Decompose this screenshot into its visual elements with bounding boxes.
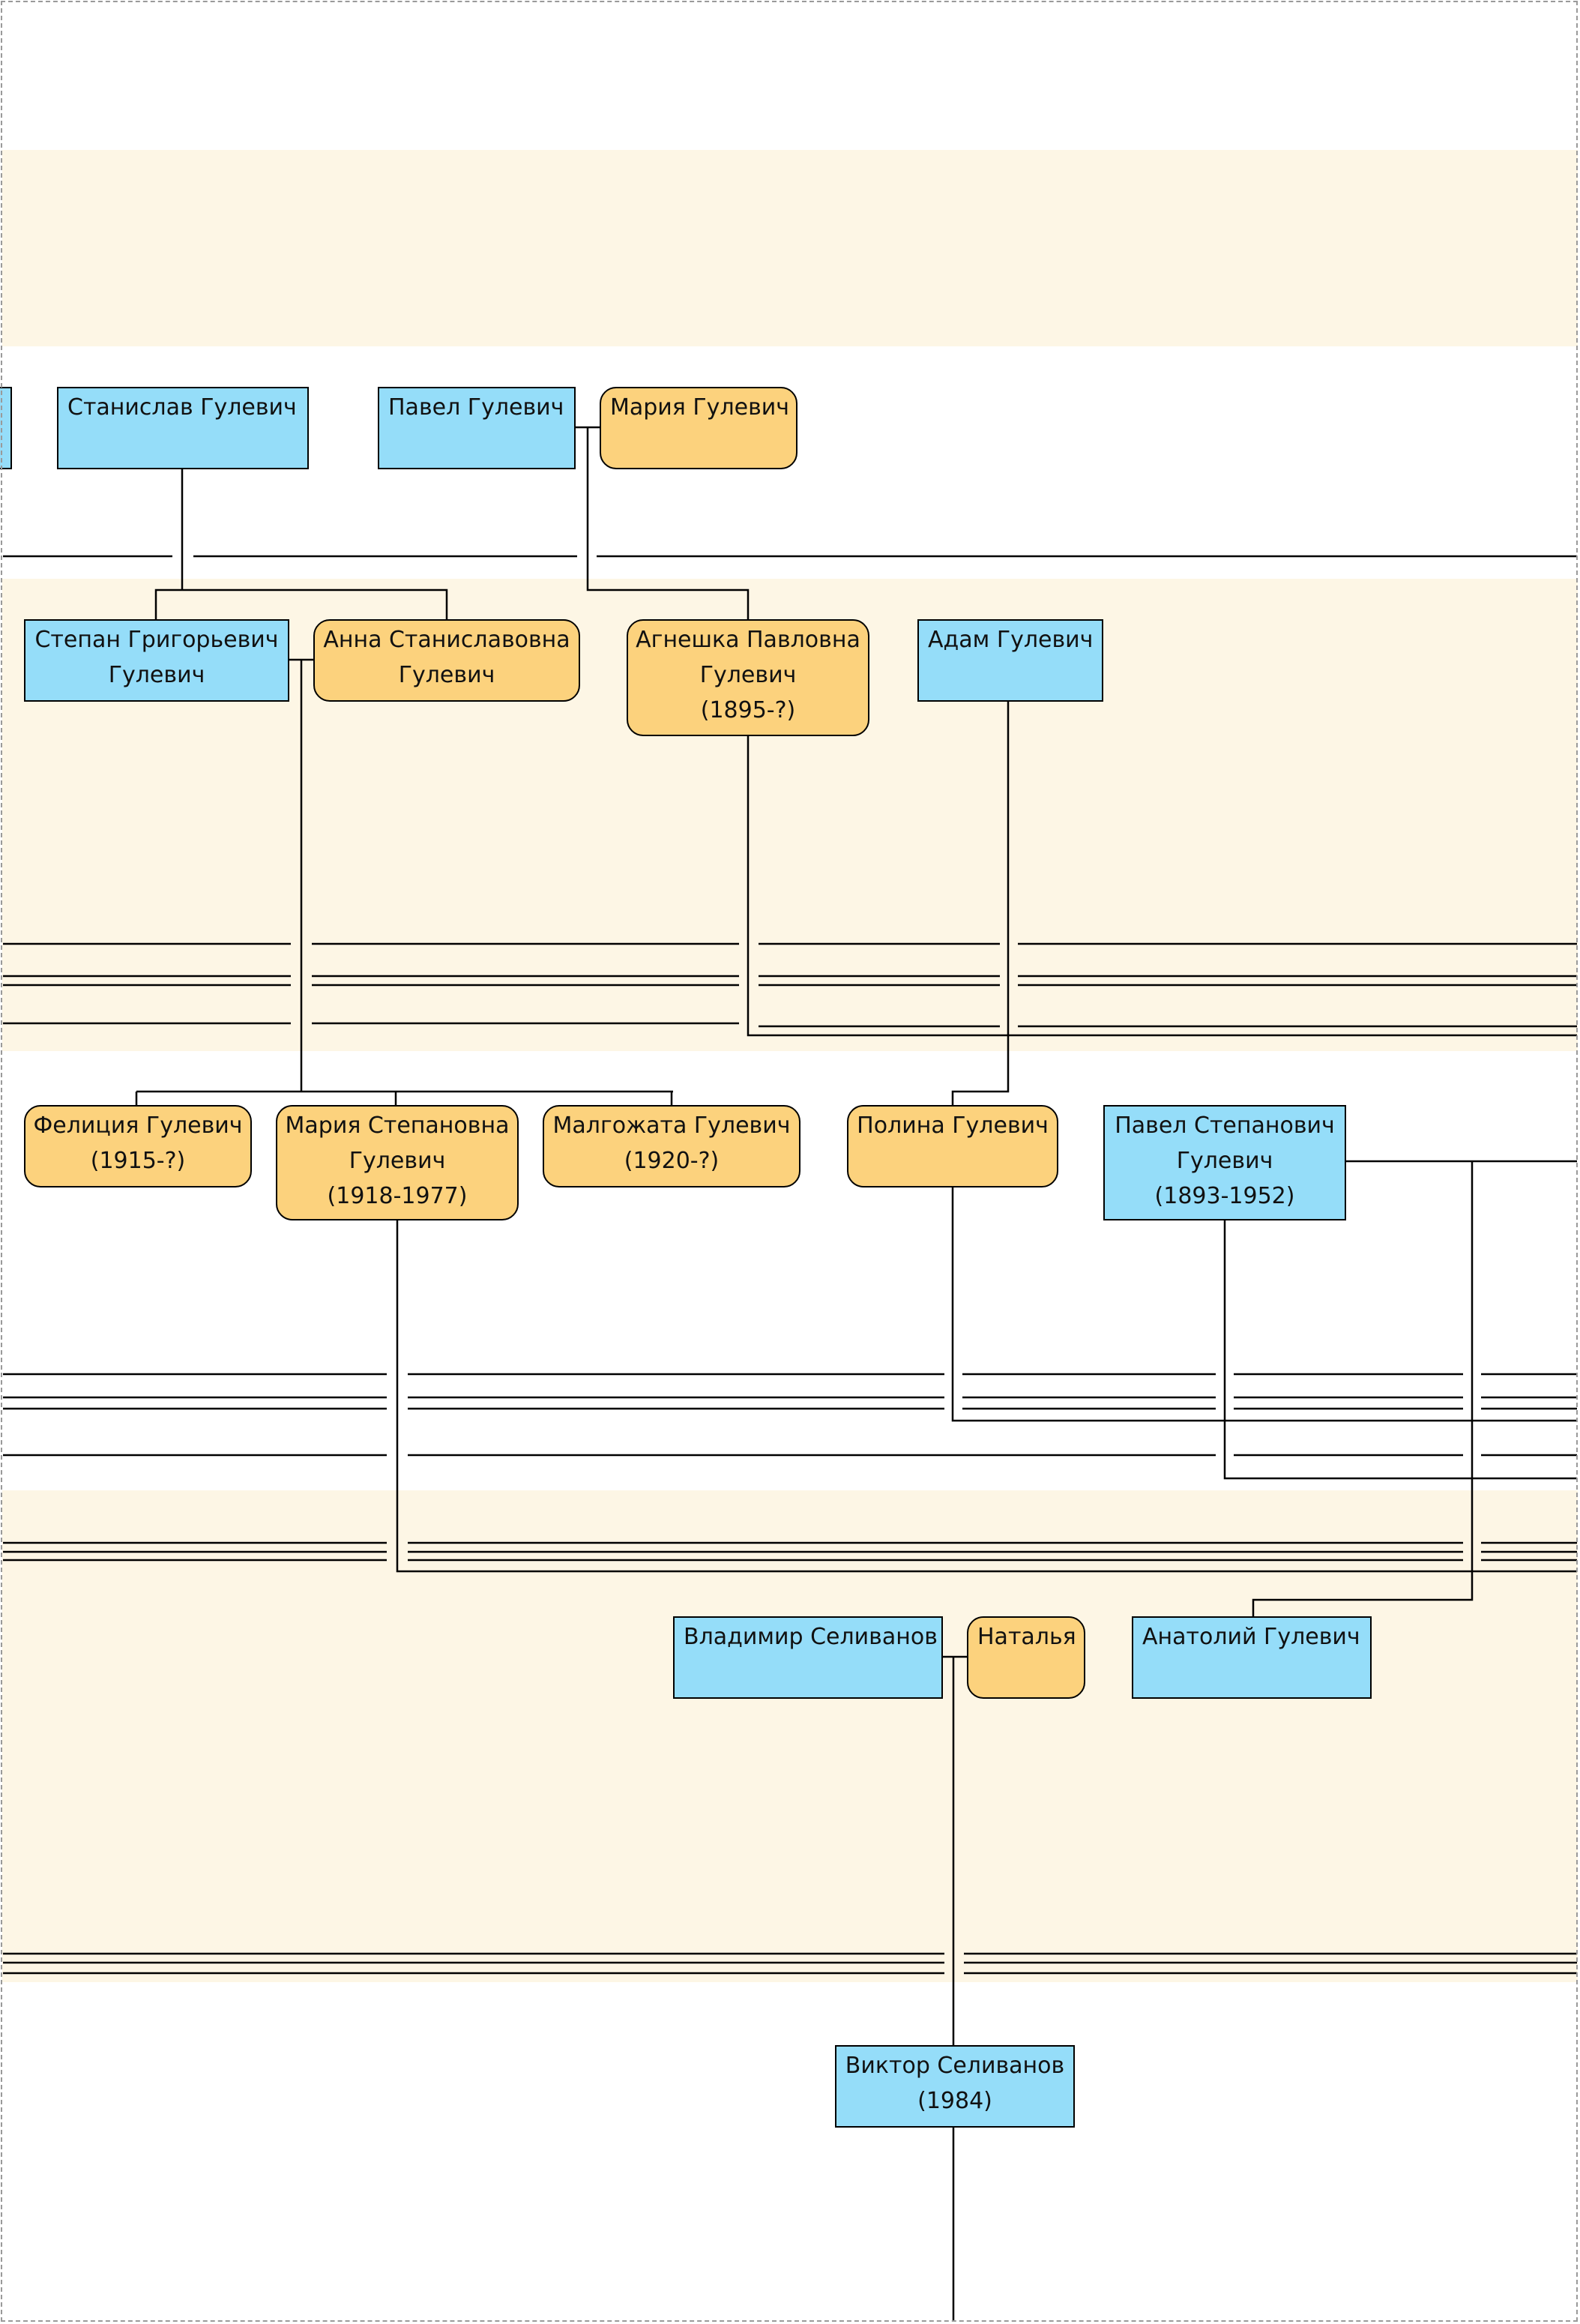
generation-band-1 (2, 150, 1578, 346)
connector-line (1252, 1160, 1577, 1616)
person-name-line-2: Гулевич (1176, 1148, 1273, 1174)
connector-line (396, 1220, 1577, 1573)
person-years: (1918-1977) (327, 1183, 468, 1209)
person-node-maria-stepanovna[interactable]: Мария Степановна Гулевич (1918-1977) (276, 1105, 519, 1220)
person-name-line-1: Мария Степановна (285, 1113, 510, 1139)
person-node-natalia[interactable]: Наталья (967, 1616, 1085, 1699)
connector-line (951, 1187, 1577, 1422)
person-years: (1915-?) (90, 1148, 186, 1174)
person-name-line-2: Гулевич (349, 1148, 446, 1174)
person-name-line-2: Гулевич (108, 662, 205, 688)
person-node-agneshka[interactable]: Агнешка Павловна Гулевич (1895-?) (627, 619, 869, 736)
person-node-malgozhata[interactable]: Малгожата Гулевич (1920-?) (543, 1105, 800, 1187)
person-node-vladimir[interactable]: Владимир Селиванов (673, 1616, 943, 1699)
person-name: Адам Гулевич (928, 627, 1094, 653)
person-node-pavel-gulevich[interactable]: Павел Гулевич (378, 387, 576, 469)
person-years: (1893-1952) (1154, 1183, 1295, 1209)
person-name-line-1: Степан Григорьевич (34, 627, 279, 653)
person-name-line-2: Гулевич (699, 662, 797, 688)
person-name-line-1: Анна Станиславовна (323, 627, 570, 653)
person-node-anatoly[interactable]: Анатолий Гулевич (1132, 1616, 1372, 1699)
person-name-line-1: Агнешка Павловна (636, 627, 860, 653)
connector-line (747, 736, 1577, 1037)
person-node-stanislav[interactable]: Станислав Гулевич (57, 387, 309, 469)
person-node-anna[interactable]: Анна Станиславовна Гулевич (313, 619, 580, 702)
person-name-line-2: Гулевич (398, 662, 495, 688)
connector-line (576, 426, 750, 619)
person-name: Фелиция Гулевич (33, 1113, 243, 1139)
person-name: Анатолий Гулевич (1142, 1624, 1360, 1650)
person-name: Полина Гулевич (857, 1113, 1049, 1139)
person-node-felicia[interactable]: Фелиция Гулевич (1915-?) (24, 1105, 252, 1187)
person-years: (1920-?) (624, 1148, 720, 1174)
person-node-viktor[interactable]: Виктор Селиванов (1984) (835, 2045, 1075, 2128)
person-name: Виктор Селиванов (845, 2053, 1065, 2079)
person-years: (1984) (917, 2088, 992, 2114)
person-name: Наталья (977, 1624, 1076, 1650)
person-node-pavel-stepanovich[interactable]: Павел Степанович Гулевич (1893-1952) (1103, 1105, 1346, 1220)
person-name: Малгожата Гулевич (552, 1113, 791, 1139)
connector-line (951, 702, 1010, 1105)
person-name-line-1: Павел Степанович (1115, 1113, 1335, 1139)
person-node-offscreen[interactable] (0, 387, 12, 469)
person-node-polina[interactable]: Полина Гулевич (847, 1105, 1058, 1187)
person-name: Павел Гулевич (388, 394, 564, 421)
person-node-stepan[interactable]: Степан Григорьевич Гулевич (24, 619, 289, 702)
person-name: Владимир Селиванов (684, 1624, 938, 1650)
connector-line (3, 1022, 1577, 1028)
person-node-adam[interactable]: Адам Гулевич (917, 619, 1103, 702)
connector-line (154, 469, 448, 619)
connector-line (135, 658, 673, 1105)
person-years: (1895-?) (700, 697, 796, 723)
person-name: Станислав Гулевич (67, 394, 297, 421)
generation-band-5 (2, 1490, 1578, 1982)
person-node-maria-gulevich[interactable]: Мария Гулевич (600, 387, 797, 469)
connector-line (1223, 1220, 1577, 1480)
connector-line (943, 1655, 967, 2045)
person-name: Мария Гулевич (610, 394, 789, 421)
